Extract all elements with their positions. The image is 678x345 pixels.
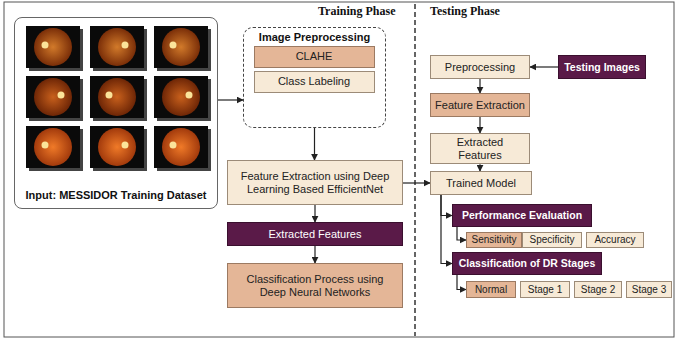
optic-disc xyxy=(42,142,49,149)
retina xyxy=(34,128,72,166)
process-box: Specificity xyxy=(522,232,582,248)
image-background xyxy=(90,76,144,118)
box-label: Stage 1 xyxy=(528,284,562,296)
image-background xyxy=(26,126,80,168)
retina xyxy=(98,128,136,166)
box-label: Normal xyxy=(475,284,507,296)
retina xyxy=(162,128,200,166)
dashed-group: Image PreprocessingCLAHE Class Labeling xyxy=(243,27,386,128)
fundus-image-set xyxy=(16,20,216,180)
image-background xyxy=(154,76,208,118)
flow-arrow xyxy=(218,99,243,100)
flow-arrow xyxy=(479,117,480,133)
box-label: Classification Process using Deep Neural… xyxy=(232,273,398,298)
box-label: Testing Images xyxy=(564,61,640,73)
box-label: Feature Extraction xyxy=(435,99,525,112)
retina xyxy=(98,78,136,116)
optic-disc xyxy=(170,42,177,49)
box-label: Stage 3 xyxy=(632,284,666,296)
process-box: Preprocessing xyxy=(430,55,530,79)
box-label: Extracted Features xyxy=(435,136,525,161)
retina xyxy=(34,28,72,66)
box-label: CLAHE xyxy=(296,50,333,63)
process-box: Class Labeling xyxy=(254,71,375,93)
process-box: Trained Model xyxy=(430,171,532,195)
box-label: Stage 2 xyxy=(581,284,615,296)
process-box: Classification Process using Deep Neural… xyxy=(227,263,403,308)
retina xyxy=(98,28,136,66)
image-background xyxy=(90,26,144,68)
process-box: Feature Extraction xyxy=(430,93,530,117)
process-box: Classification of DR Stages xyxy=(452,252,602,275)
box-label: Class Labeling xyxy=(278,75,350,88)
flow-arrow xyxy=(457,275,466,290)
flow-arrow xyxy=(441,195,452,216)
image-background xyxy=(90,126,144,168)
box-label: Classification of DR Stages xyxy=(459,257,596,269)
box-label: Extracted Features xyxy=(269,228,362,241)
flow-arrow xyxy=(314,246,315,263)
flow-arrow xyxy=(530,66,558,67)
box-label: Specificity xyxy=(529,234,574,246)
image-background xyxy=(26,76,80,118)
group-title: Input: MESSIDOR Training Dataset xyxy=(19,189,213,202)
image-background xyxy=(26,26,80,68)
retina xyxy=(162,28,200,66)
flow-arrow xyxy=(403,182,430,183)
process-box: CLAHE xyxy=(254,46,375,68)
flow-arrow xyxy=(479,79,480,93)
flow-arrow xyxy=(457,227,466,240)
flow-arrow xyxy=(314,128,315,160)
box-label: Preprocessing xyxy=(445,61,515,74)
process-box: Stage 2 xyxy=(574,281,622,298)
phase-divider xyxy=(414,4,416,336)
flow-arrow xyxy=(479,164,480,171)
box-label: Sensitivity xyxy=(471,234,516,246)
process-box: Normal xyxy=(466,281,516,298)
process-box: Extracted Features xyxy=(430,133,530,164)
optic-disc xyxy=(42,42,49,49)
optic-disc xyxy=(58,92,65,99)
process-box: Performance Evaluation xyxy=(452,204,592,227)
box-label: Performance Evaluation xyxy=(462,209,582,221)
optic-disc xyxy=(106,92,113,99)
process-box: Sensitivity xyxy=(466,232,522,248)
box-label: Accuracy xyxy=(594,234,635,246)
process-box: Stage 1 xyxy=(520,281,570,298)
image-background xyxy=(154,126,208,168)
retina xyxy=(162,78,200,116)
image-background xyxy=(154,26,208,68)
optic-disc xyxy=(186,92,193,99)
optic-disc xyxy=(122,142,129,149)
flow-arrow xyxy=(314,205,315,222)
outer-frame xyxy=(4,2,674,337)
process-box: Accuracy xyxy=(586,232,644,248)
optic-disc xyxy=(170,142,177,149)
optic-disc xyxy=(122,42,129,49)
box-label: Trained Model xyxy=(446,177,516,190)
box-label: Feature Extraction using Deep Learning B… xyxy=(232,170,398,195)
dataset-box: Input: MESSIDOR Training Dataset xyxy=(14,17,218,209)
process-box: Stage 3 xyxy=(626,281,672,298)
group-title: Image Preprocessing xyxy=(248,31,381,44)
process-box: Testing Images xyxy=(558,55,646,79)
phase-heading: Training Phase xyxy=(318,4,395,18)
process-box: Extracted Features xyxy=(227,222,403,246)
flow-arrow xyxy=(441,195,452,264)
retina xyxy=(34,78,72,116)
phase-heading: Testing Phase xyxy=(430,4,500,18)
process-box: Feature Extraction using Deep Learning B… xyxy=(227,160,403,205)
